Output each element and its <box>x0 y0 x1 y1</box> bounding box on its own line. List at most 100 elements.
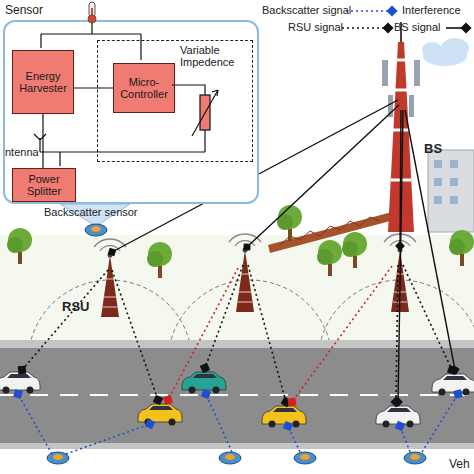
wires <box>41 23 141 60</box>
connector <box>74 87 113 88</box>
bs-signals <box>247 105 399 247</box>
road <box>0 443 474 449</box>
building <box>428 150 474 232</box>
road <box>0 340 474 348</box>
ground <box>0 235 474 340</box>
building <box>450 160 458 168</box>
interference <box>168 266 392 402</box>
vehicles <box>138 404 182 426</box>
resistor-symbol <box>200 95 210 130</box>
interference <box>292 266 392 402</box>
vehicles <box>0 372 40 394</box>
process-box: Energy Harvester <box>12 50 74 114</box>
rsu-signals <box>248 265 286 402</box>
wires <box>172 85 205 152</box>
cloud <box>422 38 469 66</box>
antenna-label: ntenna <box>5 146 39 158</box>
rsu-signals <box>205 265 243 368</box>
rsu-signals <box>22 270 108 370</box>
connector <box>42 114 43 168</box>
rsu-towers <box>229 234 261 312</box>
backscatter-signals <box>288 426 300 452</box>
thermometer <box>88 2 96 23</box>
thermometer <box>91 8 93 17</box>
trees <box>342 232 367 268</box>
vehicles <box>432 374 474 396</box>
backscatter-signals <box>18 394 52 454</box>
antenna-symbol <box>34 134 46 152</box>
box-text: Power Splitter <box>15 173 73 197</box>
bs-signals <box>405 110 455 370</box>
wires <box>40 23 205 166</box>
road-sensors <box>47 452 69 464</box>
legend-item: Interference <box>402 4 461 17</box>
road-sensors <box>47 452 426 464</box>
trees <box>449 230 474 266</box>
legend-item: BS signal <box>394 21 440 34</box>
backscatter-signals <box>66 424 150 454</box>
vehicles <box>376 406 420 428</box>
legend-text: RSU signal <box>288 21 343 33</box>
trees <box>317 240 342 276</box>
building <box>434 178 442 186</box>
antenna-symbol <box>34 134 46 152</box>
building <box>428 150 474 232</box>
cloud <box>422 42 442 58</box>
caption-label: Backscatter sensor <box>44 206 138 219</box>
bs-tower <box>382 60 388 86</box>
road <box>0 348 474 443</box>
vehicles <box>262 406 306 428</box>
building <box>434 196 442 204</box>
legend-samples <box>446 27 466 29</box>
resistor-symbol <box>192 90 218 136</box>
legend-text: BS signal <box>394 21 440 33</box>
building <box>450 178 458 186</box>
sensor-icon <box>85 224 107 236</box>
road <box>0 394 474 396</box>
vehicles <box>0 372 474 428</box>
backscatter-signals <box>422 394 458 452</box>
component-label: Variable Impedence <box>180 44 250 68</box>
wires <box>40 152 205 166</box>
rsu-label: RSU <box>62 300 89 313</box>
sensor-icon <box>85 224 107 236</box>
resistor-symbol <box>212 90 218 96</box>
bs-tower <box>409 95 414 117</box>
ground <box>0 235 474 340</box>
thermometer <box>89 2 95 17</box>
cloud <box>441 38 469 58</box>
backscatter-signals <box>400 426 410 452</box>
building <box>434 160 442 168</box>
bs-signals <box>398 110 403 402</box>
box-text: Micro-Controller <box>116 76 172 100</box>
vehicles <box>182 372 226 394</box>
legend-item: RSU signal <box>288 21 343 34</box>
building <box>450 196 458 204</box>
bs-label: BS <box>424 142 442 155</box>
legend-samples <box>342 27 388 29</box>
backscatter-signals <box>206 394 232 452</box>
inset-panel: ntenna Energy Harvester Variable Impedence… <box>3 20 259 204</box>
dashed-group: Variable ImpedenceMicro-Controller <box>97 40 253 162</box>
rsu-towers <box>94 234 416 317</box>
legend-text: Interference <box>402 4 461 16</box>
resistor-symbol <box>192 90 218 136</box>
vehicle-label: Veh <box>449 458 470 471</box>
rsu-towers <box>94 239 126 317</box>
process-box: Micro-Controller <box>113 63 175 113</box>
legend-samples <box>346 10 392 12</box>
backscatter-signals <box>18 394 458 454</box>
box-text: Energy Harvester <box>15 70 71 94</box>
trees <box>7 228 32 264</box>
legend-text: Backscatter signal <box>262 4 351 16</box>
rsu-signals <box>396 265 398 402</box>
trees <box>277 205 302 241</box>
legend-item: Backscatter signal <box>262 4 351 17</box>
rsu-signals <box>22 265 452 402</box>
rsu-signals <box>403 265 452 370</box>
rsu-signals <box>112 270 158 400</box>
